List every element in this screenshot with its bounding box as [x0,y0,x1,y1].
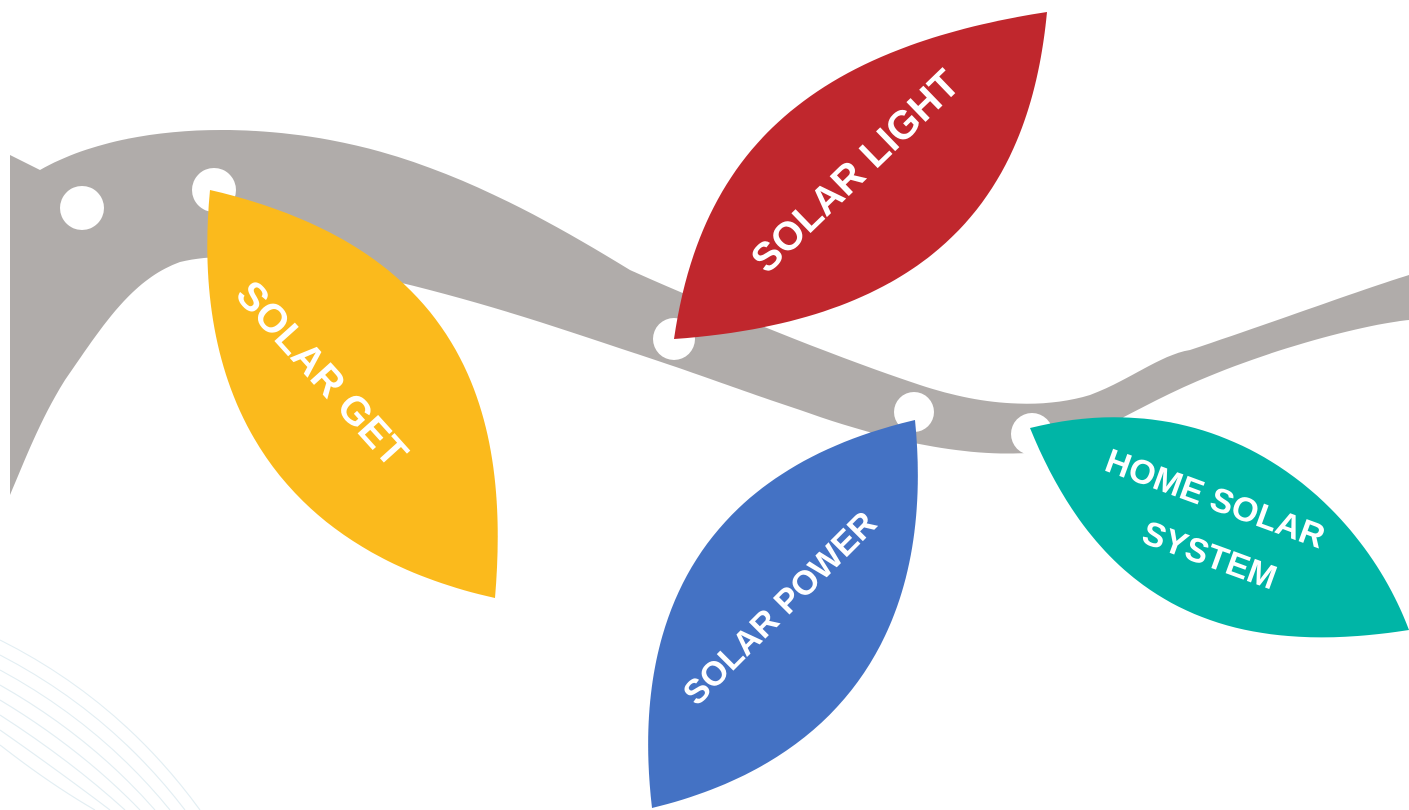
leaf-solar-power-shape [648,420,918,808]
background-arc-lines-icon [0,639,201,810]
leaf-solar-get: SOLAR GET [207,190,498,598]
leaf-home-solar-system: HOME SOLAR SYSTEM [1030,417,1409,638]
leaf-solar-light: SOLAR LIGHT [674,12,1047,339]
leaf-home-solar-system-shape [1030,417,1409,638]
leaf-solar-get-shape [207,190,498,598]
leaf-solar-light-shape [674,12,1047,339]
node-dot-icon [894,392,934,432]
leaf-solar-power: SOLAR POWER [648,420,918,808]
node-dot-icon [60,186,104,230]
